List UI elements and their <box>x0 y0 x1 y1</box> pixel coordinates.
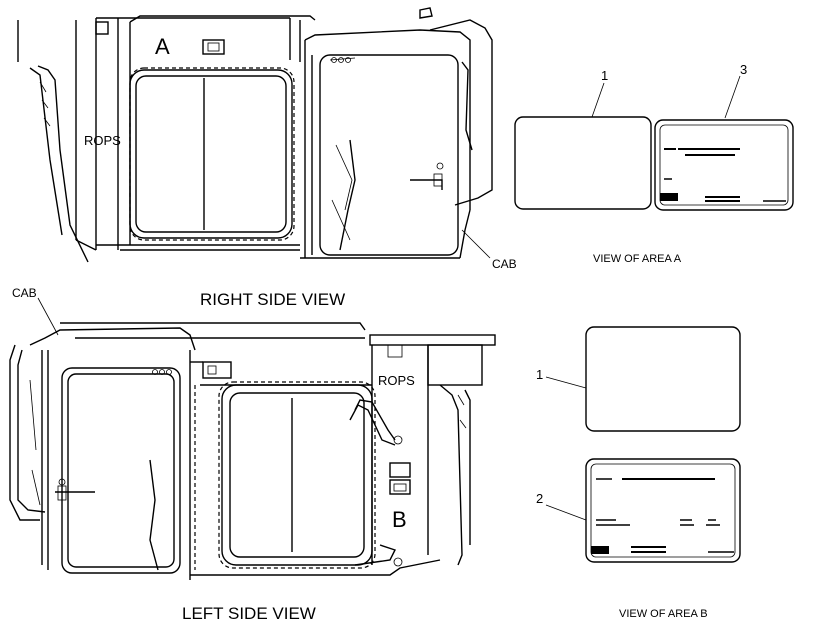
cab-label-right: CAB <box>492 257 517 271</box>
decal-blank-b <box>585 326 741 432</box>
rops-label-left: ROPS <box>378 373 415 388</box>
cab-label-left: CAB <box>12 286 37 300</box>
right-side-view-drawing: ROPS A CAB <box>17 7 517 271</box>
decal-blank-a <box>514 116 652 210</box>
right-side-view-title: RIGHT SIDE VIEW <box>200 290 345 309</box>
area-b-marker: B <box>392 507 407 532</box>
view-of-area-a-title: VIEW OF AREA A <box>593 253 682 265</box>
logo-icon <box>660 193 678 201</box>
rops-label-right: ROPS <box>84 133 121 148</box>
callout-3-area-a: 3 <box>740 62 747 77</box>
callout-1-area-b: 1 <box>536 367 543 382</box>
area-a-marker: A <box>155 34 170 59</box>
view-of-area-b: 1 2 VIEW OF AREA B <box>536 326 741 620</box>
decal-warning-a <box>654 119 794 211</box>
logo-icon-b <box>591 546 609 554</box>
callout-2-area-b: 2 <box>536 491 543 506</box>
left-side-view-title: LEFT SIDE VIEW <box>182 604 316 623</box>
decal-warning-b <box>585 458 741 563</box>
callout-1-area-a: 1 <box>601 68 608 83</box>
view-of-area-a: 1 3 VIEW OF AREA A <box>514 62 794 265</box>
left-side-view-drawing: CAB <box>9 286 496 580</box>
view-of-area-b-title: VIEW OF AREA B <box>619 608 708 620</box>
